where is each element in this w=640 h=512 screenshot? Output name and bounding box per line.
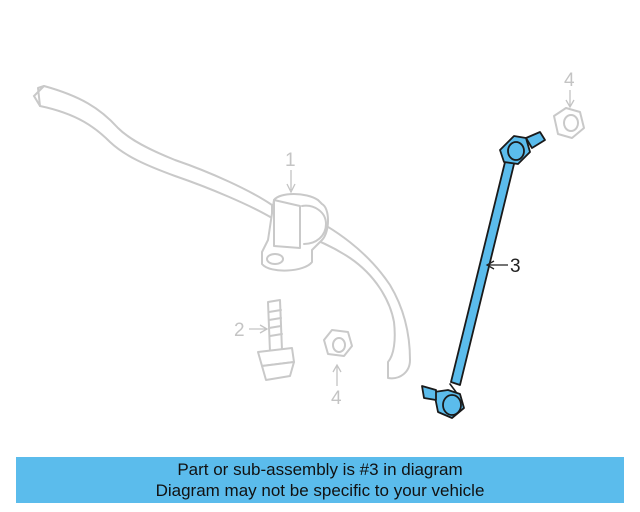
svg-text:3: 3	[510, 256, 521, 277]
info-banner: Part or sub-assembly is #3 in diagram Di…	[16, 457, 624, 503]
bolt	[257, 299, 295, 381]
upper-nut	[553, 107, 585, 139]
callout-4-upper: 4	[564, 70, 575, 109]
parts-diagram: 1 2 3 4 4	[32, 70, 585, 419]
svg-text:1: 1	[285, 150, 296, 171]
callout-3: 3	[485, 256, 521, 277]
callout-1: 1	[285, 150, 296, 194]
svg-text:4: 4	[564, 70, 575, 91]
svg-text:4: 4	[331, 388, 342, 409]
callout-4-lower: 4	[331, 363, 342, 409]
callout-2: 2	[234, 320, 269, 341]
banner-line-disclaimer: Diagram may not be specific to your vehi…	[155, 481, 485, 500]
banner-line-part: Part or sub-assembly is #3 in diagram	[177, 460, 463, 479]
stabilizer-link	[421, 131, 546, 419]
lower-nut	[323, 329, 353, 357]
stabilizer-bar	[32, 85, 411, 380]
svg-text:2: 2	[234, 320, 245, 341]
